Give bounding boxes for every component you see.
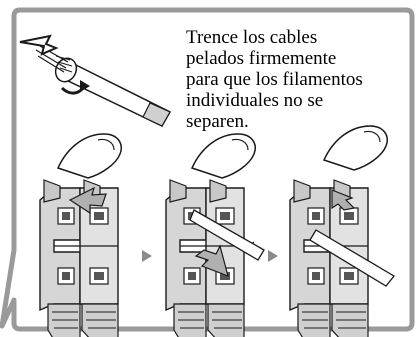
twisted-wire-illustration [19,34,172,127]
instruction-caption: Trence los cables pelados firmemente par… [186,27,408,132]
caption-line: individuales no se [186,90,324,111]
insert-arrow-icon [194,244,229,277]
caption-line: para que los filamentos [186,69,363,90]
callout-frame [0,7,415,332]
press-arrow-icon [68,186,107,215]
caption-line: Trence los cables [186,27,318,48]
step-1-press-lever [39,133,122,337]
step-3-release-lever [289,125,395,337]
caption-line: separen. [186,111,249,132]
step-2-insert-wire [165,133,265,337]
release-arrow-icon [331,189,356,211]
next-step-chevron-icon [142,250,152,262]
caption-line: pelados firmemente [186,48,337,69]
next-step-chevron-icon [268,250,278,262]
